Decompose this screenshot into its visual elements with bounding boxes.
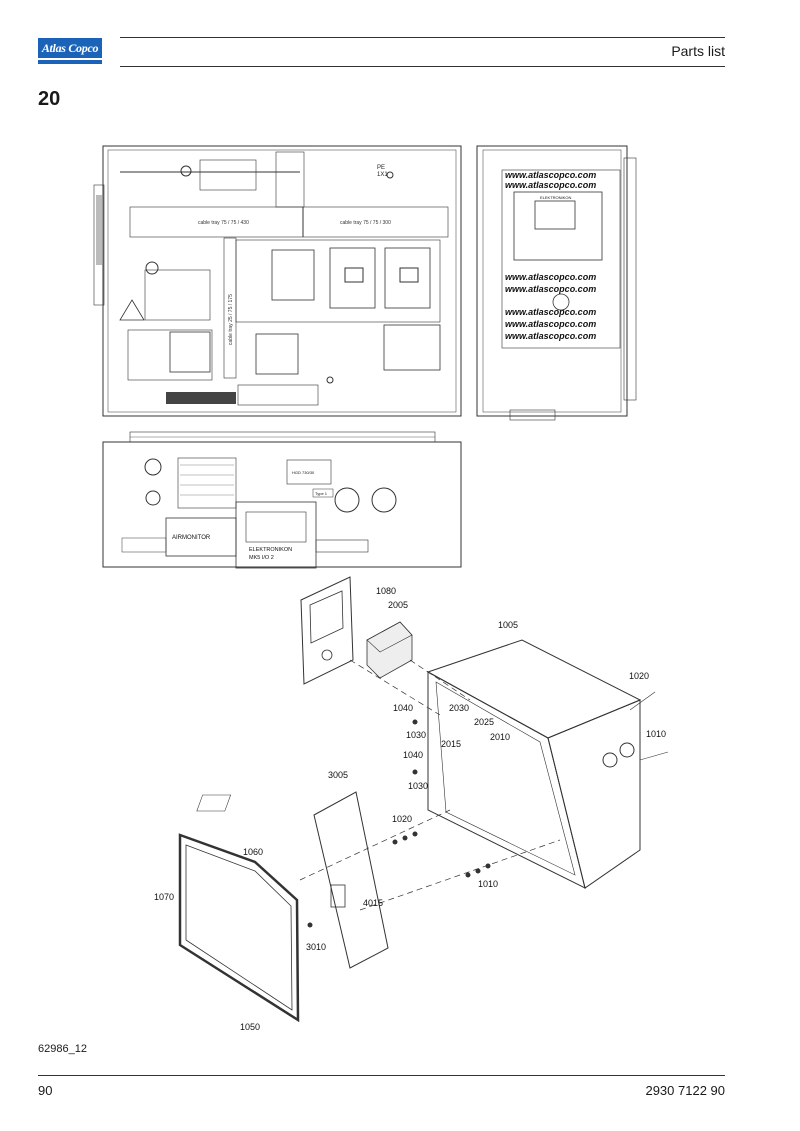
elektronikon-label-2: MK5 I/O 2	[249, 555, 274, 561]
callout-1030: 1030	[408, 781, 428, 791]
watermark-line: www.atlascopco.com	[505, 170, 596, 180]
callout-1005: 1005	[498, 620, 518, 630]
controller-label: ELEKTRONIKON	[540, 195, 571, 200]
section-number: 20	[38, 88, 61, 110]
callout-1060: 1060	[243, 847, 263, 857]
callout-1040: 1040	[393, 703, 413, 713]
duct-label-vertical: cable tray 25 / 75 / 175	[228, 294, 234, 345]
panel-front-watermark: www.atlascopco.com www.atlascopco.com ww…	[505, 170, 596, 341]
plate-label: HGD 730/30	[292, 470, 315, 475]
watermark-line: www.atlascopco.com	[505, 307, 596, 317]
callout-1080: 1080	[376, 586, 396, 596]
callout-1010: 1010	[478, 879, 498, 889]
footer-rule	[38, 1075, 725, 1076]
panel-front-view	[476, 145, 637, 421]
panel-bottom-labels: AIRMONITOR ELEKTRONIKON MK5 I/O 2 Type 1…	[172, 470, 328, 561]
elektronikon-label-1: ELEKTRONIKON	[249, 547, 292, 553]
page-title: Parts list	[671, 43, 725, 59]
callout-labels: 1080 2005 1005 1020 1040 2030 2025 1030 …	[154, 586, 666, 1032]
watermark-line: www.atlascopco.com	[505, 272, 596, 282]
panel-bottom-view	[102, 431, 462, 569]
callout-3005: 3005	[328, 770, 348, 780]
callout-1020: 1020	[392, 814, 412, 824]
callout-2025: 2025	[474, 717, 494, 727]
callout-1020: 1020	[629, 671, 649, 681]
callout-1010: 1010	[646, 729, 666, 739]
pe-sub-label: 1X1	[377, 172, 388, 178]
header-rule-bottom	[120, 66, 725, 67]
duct-label-2: cable tray 75 / 75 / 300	[340, 220, 391, 226]
panel-interior-labels: PE 1X1 cable tray 75 / 75 / 430 cable tr…	[198, 165, 391, 345]
panel-interior-view	[93, 145, 462, 417]
callout-2015: 2015	[441, 739, 461, 749]
callout-1030: 1030	[406, 730, 426, 740]
callout-4015: 4015	[363, 898, 383, 908]
page-number: 90	[38, 1083, 53, 1098]
watermark-line: www.atlascopco.com	[505, 331, 596, 341]
watermark-line: www.atlascopco.com	[505, 319, 596, 329]
callout-1050: 1050	[240, 1022, 260, 1032]
callout-2005: 2005	[388, 600, 408, 610]
drawing-id: 62986_12	[38, 1043, 87, 1055]
callout-1070: 1070	[154, 892, 174, 902]
document-number: 2930 7122 90	[645, 1083, 725, 1098]
exploded-view	[178, 576, 669, 1023]
airmonitor-label: AIRMONITOR	[172, 535, 211, 541]
callout-1040: 1040	[403, 750, 423, 760]
duct-label-1: cable tray 75 / 75 / 430	[198, 220, 249, 226]
atlas-copco-logo: Atlas Copco	[38, 38, 102, 64]
callout-3010: 3010	[306, 942, 326, 952]
pe-label: PE	[377, 165, 385, 171]
watermark-line: www.atlascopco.com	[505, 284, 596, 294]
watermark-line: www.atlascopco.com	[505, 180, 596, 190]
type-label: Type 1	[315, 491, 328, 496]
callout-2010: 2010	[490, 732, 510, 742]
header-rule-top	[120, 37, 725, 38]
callout-2030: 2030	[449, 703, 469, 713]
